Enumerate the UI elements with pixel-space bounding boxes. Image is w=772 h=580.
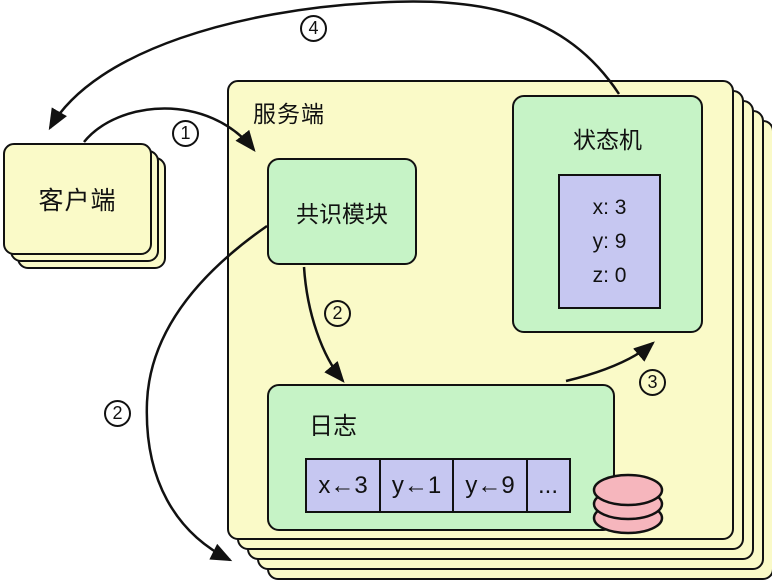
step-marker-1: 1: [172, 120, 199, 147]
log-entry: x←3: [305, 458, 381, 513]
log-label: 日志: [309, 413, 357, 440]
step-marker-3: 3: [639, 369, 666, 396]
consensus-module-label: 共识模块: [296, 200, 388, 227]
state-machine-box: 状态机 x: 3 y: 9 z: 0: [512, 95, 703, 333]
consensus-module-box: 共识模块: [267, 158, 417, 265]
register-row: x: 3: [592, 195, 627, 219]
step-marker-2-inner: 2: [324, 300, 351, 327]
database-icon: [592, 473, 664, 535]
register-row: y: 9: [592, 229, 627, 253]
step-marker-4: 4: [300, 15, 327, 42]
log-entry: y←9: [452, 458, 528, 513]
log-entry: y←1: [378, 458, 455, 513]
log-entry: ...: [525, 458, 571, 513]
step-marker-2-outer: 2: [104, 400, 131, 427]
server-box: 服务端 共识模块 状态机 x: 3 y: 9 z: 0 日志 x←3 y←1 y…: [227, 80, 734, 540]
log-entries: x←3 y←1 y←9 ...: [305, 458, 571, 513]
register-row: z: 0: [592, 263, 627, 287]
log-box: 日志 x←3 y←1 y←9 ...: [267, 384, 615, 531]
state-machine-label: 状态机: [573, 127, 642, 153]
server-label: 服务端: [253, 101, 325, 127]
register-box: x: 3 y: 9 z: 0: [558, 174, 661, 309]
client-box: 客户端: [3, 143, 152, 255]
client-label: 客户端: [38, 187, 117, 215]
